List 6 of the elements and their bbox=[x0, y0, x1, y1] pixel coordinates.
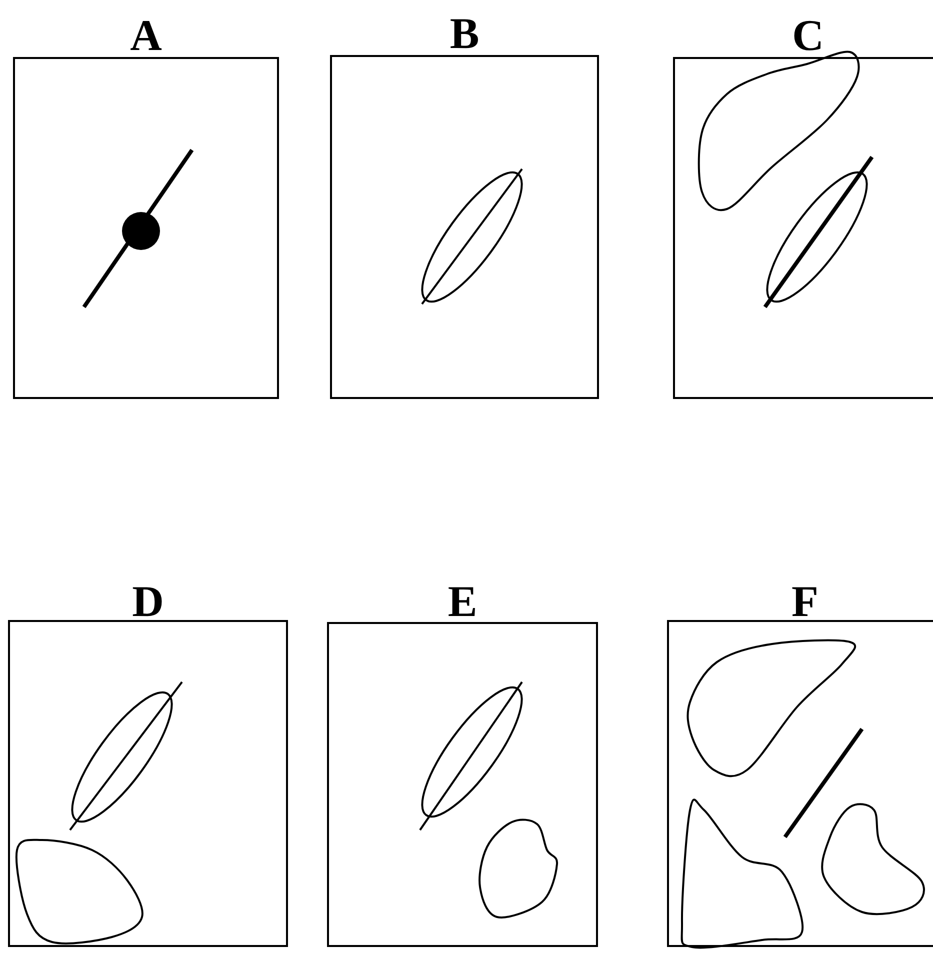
panel-letter: E bbox=[448, 580, 478, 624]
panel-letter: B bbox=[450, 12, 480, 56]
panel-letter: A bbox=[130, 14, 162, 58]
panel-letter: D bbox=[132, 580, 164, 624]
panel-letter: F bbox=[792, 580, 818, 624]
panel-letter: C bbox=[792, 14, 824, 58]
